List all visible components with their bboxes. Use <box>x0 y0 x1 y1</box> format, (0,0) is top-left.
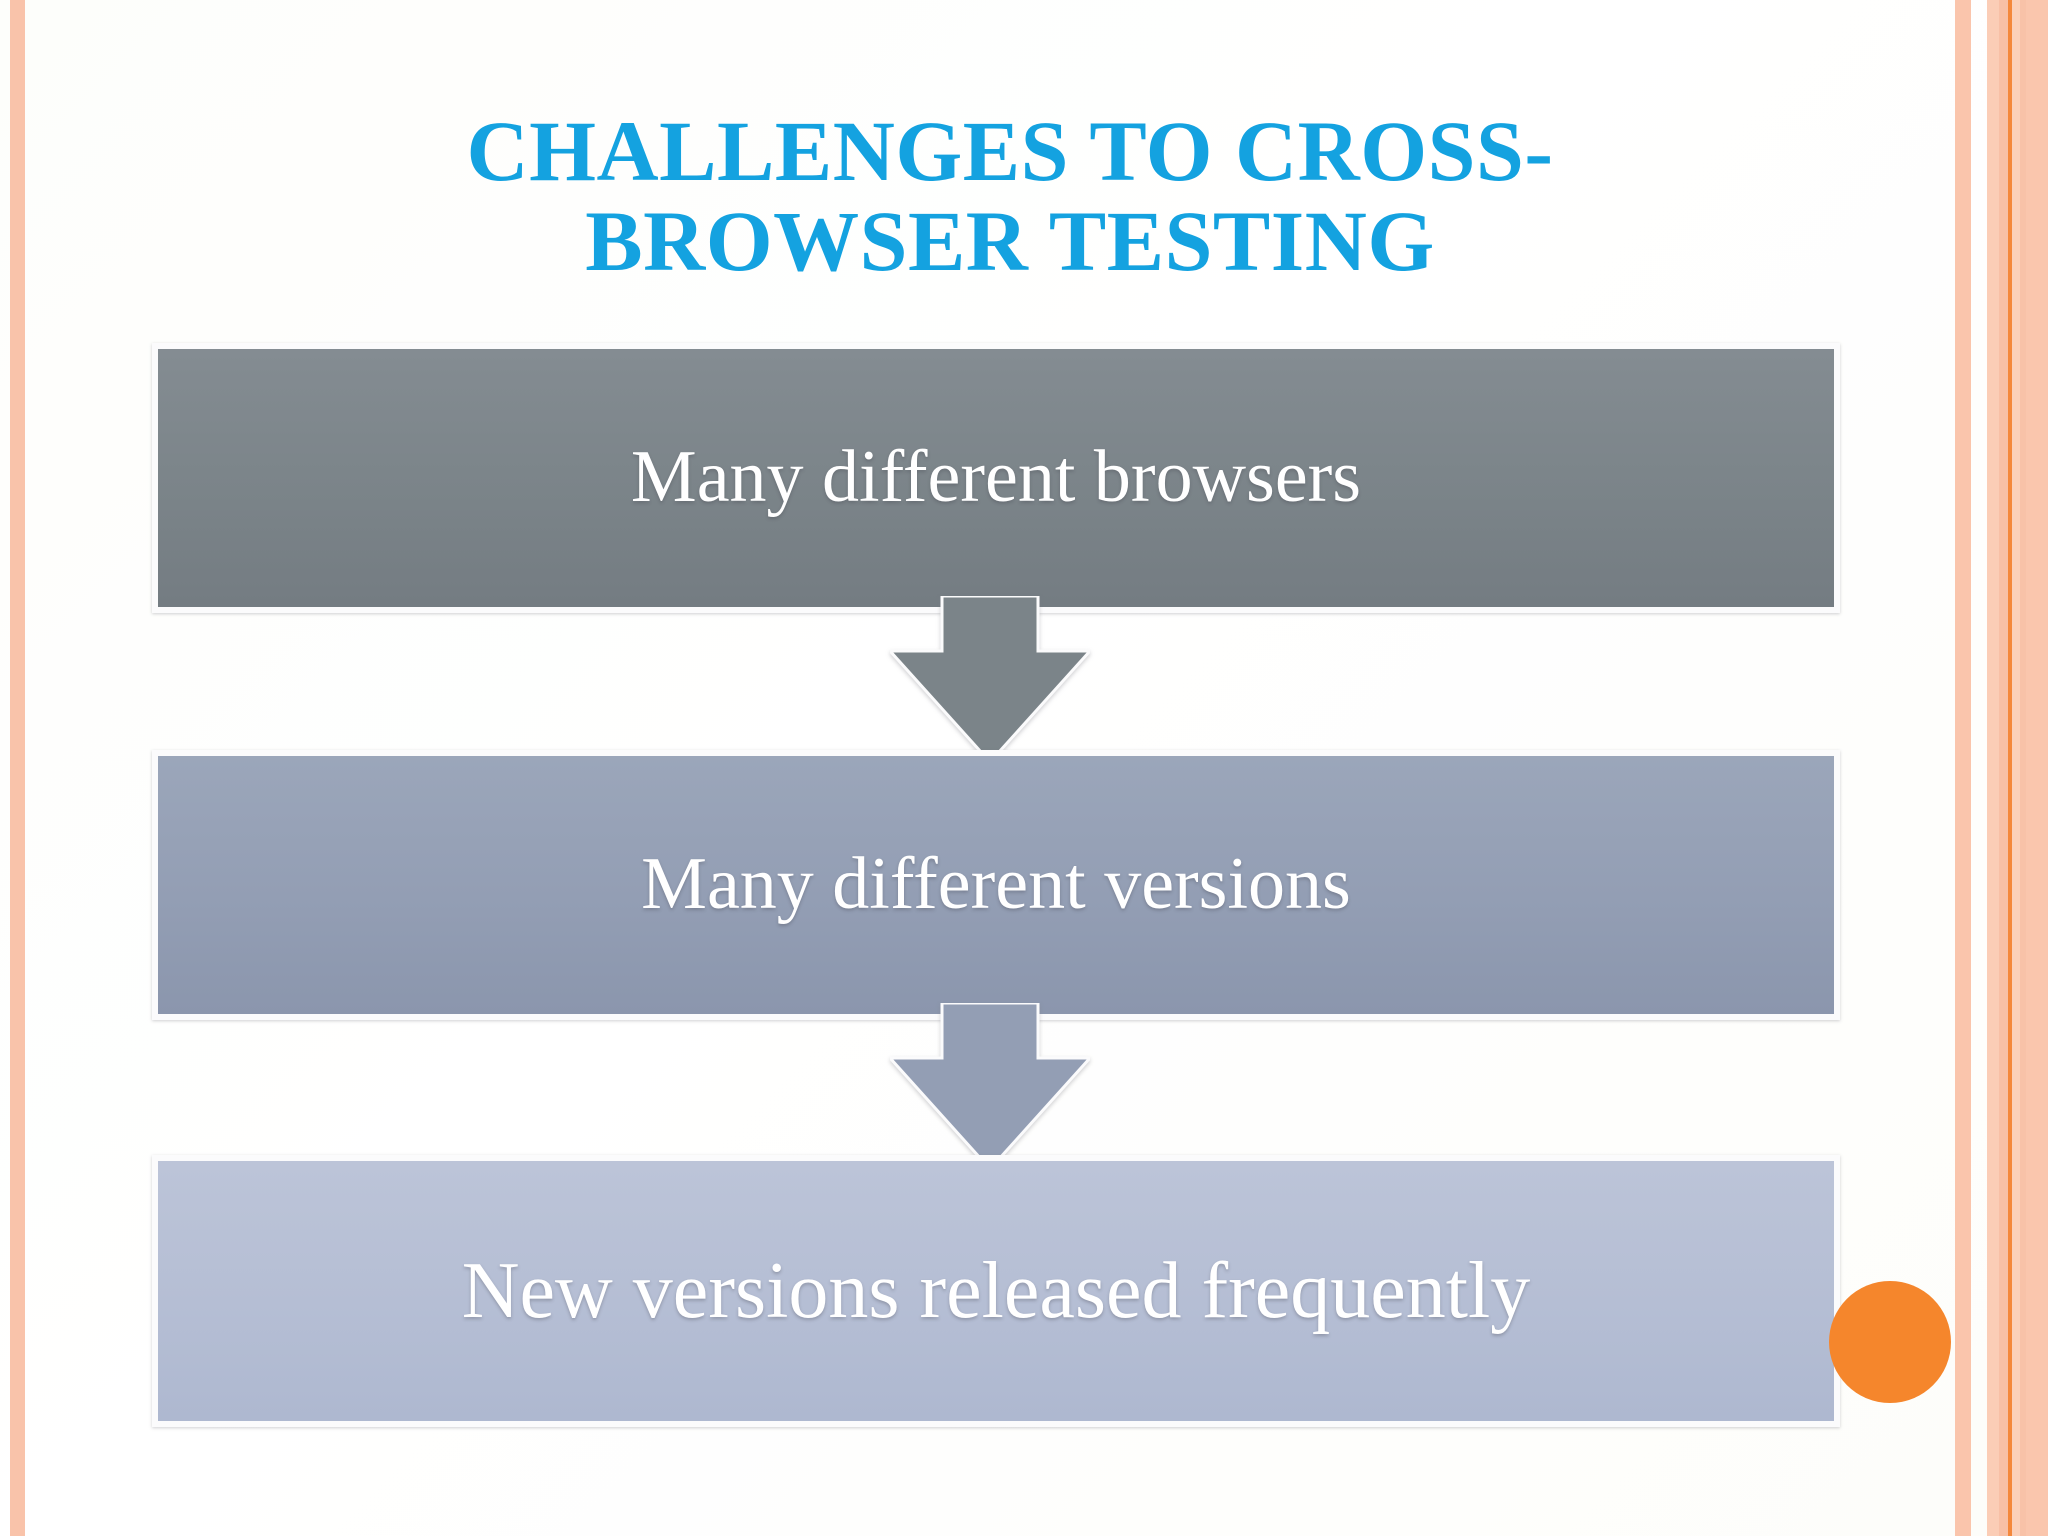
slide-title-line-2: BROWSER TESTING <box>585 192 1435 289</box>
down-arrow-1 <box>890 596 1090 762</box>
process-step-2: Many different versions <box>152 750 1840 1020</box>
slide-title-line-1: CHALLENGES TO CROSS- <box>466 102 1554 199</box>
edge-stripe-right-5 <box>2012 0 2020 1536</box>
edge-stripe-right-3 <box>1999 0 2008 1536</box>
process-step-1: Many different browsers <box>152 343 1840 613</box>
edge-stripe-right-1 <box>1955 0 1971 1536</box>
edge-stripe-right-accent <box>2008 0 2012 1536</box>
process-step-1-label: Many different browsers <box>630 436 1362 519</box>
slide-title: CHALLENGES TO CROSS- BROWSER TESTING <box>150 102 1870 289</box>
edge-stripe-right-2 <box>1987 0 1999 1536</box>
process-step-3: New versions released frequently <box>152 1155 1840 1427</box>
edge-stripe-left <box>10 0 25 1536</box>
process-step-2-label: Many different versions <box>641 843 1351 926</box>
edge-stripe-right-7 <box>2026 0 2048 1536</box>
accent-circle-icon <box>1829 1281 1951 1403</box>
down-arrow-2 <box>890 1003 1090 1169</box>
process-step-3-label: New versions released frequently <box>461 1247 1531 1335</box>
edge-stripe-right-6 <box>2020 0 2026 1536</box>
